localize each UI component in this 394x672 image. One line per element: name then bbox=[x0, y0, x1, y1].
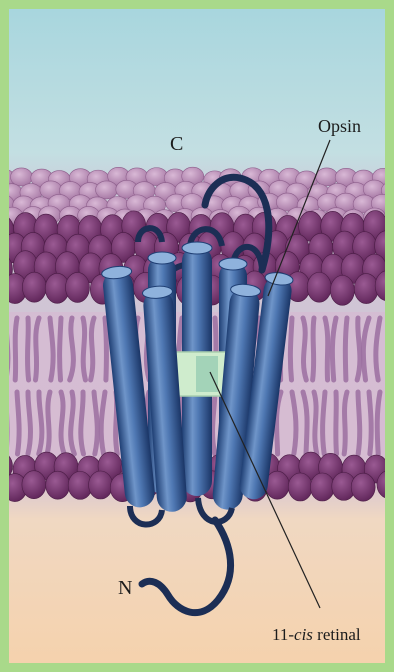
lipid-tail bbox=[369, 392, 371, 454]
lipid-head bbox=[310, 473, 334, 501]
lipid-tail bbox=[336, 392, 337, 454]
lipid-head bbox=[330, 275, 354, 305]
lipid-tail bbox=[345, 318, 347, 380]
n-terminus-label: N bbox=[118, 577, 132, 599]
lipid-tail bbox=[325, 318, 328, 380]
lipid-tail bbox=[358, 392, 360, 454]
lipid-head bbox=[307, 272, 331, 302]
lipid-tail bbox=[27, 318, 28, 380]
lipid-head bbox=[354, 274, 378, 304]
lipid-tail bbox=[15, 318, 17, 380]
lipid-tail bbox=[91, 318, 94, 380]
lipid-tail bbox=[81, 392, 84, 454]
lipid-tail bbox=[213, 392, 215, 454]
lipid-head bbox=[89, 471, 113, 499]
lipid-tail bbox=[357, 318, 360, 380]
lipid-tail bbox=[36, 318, 39, 380]
lipid-tail bbox=[70, 318, 74, 380]
lipid-tail bbox=[313, 318, 314, 380]
lipid-tail bbox=[47, 392, 50, 454]
lipid-head bbox=[10, 168, 32, 186]
retinal-label-suffix: retinal bbox=[313, 625, 361, 644]
retinal-label-italic: cis bbox=[294, 625, 313, 644]
lipid-tail bbox=[323, 392, 325, 454]
lipid-tail bbox=[314, 392, 317, 454]
lipid-head bbox=[316, 168, 338, 186]
retinal-label-prefix: 11- bbox=[272, 625, 294, 644]
lipid-head bbox=[351, 473, 375, 501]
opsin-label: Opsin bbox=[318, 116, 361, 136]
c-terminus-label: C bbox=[170, 133, 183, 155]
lipid-head bbox=[22, 272, 46, 302]
lipid-tail bbox=[83, 318, 85, 380]
lipid-tail bbox=[28, 392, 31, 454]
lipid-tail bbox=[290, 318, 292, 380]
lipid-tail bbox=[344, 392, 347, 454]
lipid-head bbox=[46, 471, 70, 499]
lipid-head bbox=[65, 272, 89, 302]
lipid-head bbox=[288, 473, 312, 501]
retinal-label: 11-cis retinal bbox=[272, 625, 361, 644]
lipid-tail bbox=[39, 392, 42, 454]
lipid-tail bbox=[105, 318, 107, 380]
lipid-tail bbox=[50, 318, 53, 380]
lipid-tail bbox=[61, 392, 64, 454]
lipid-tail bbox=[303, 318, 306, 380]
lipid-head bbox=[22, 471, 46, 499]
lipid-tail bbox=[71, 392, 75, 454]
lipid-head bbox=[96, 181, 118, 199]
lipid-tail bbox=[17, 392, 19, 454]
lipid-tail bbox=[60, 318, 61, 380]
lipid-tail bbox=[377, 392, 380, 454]
